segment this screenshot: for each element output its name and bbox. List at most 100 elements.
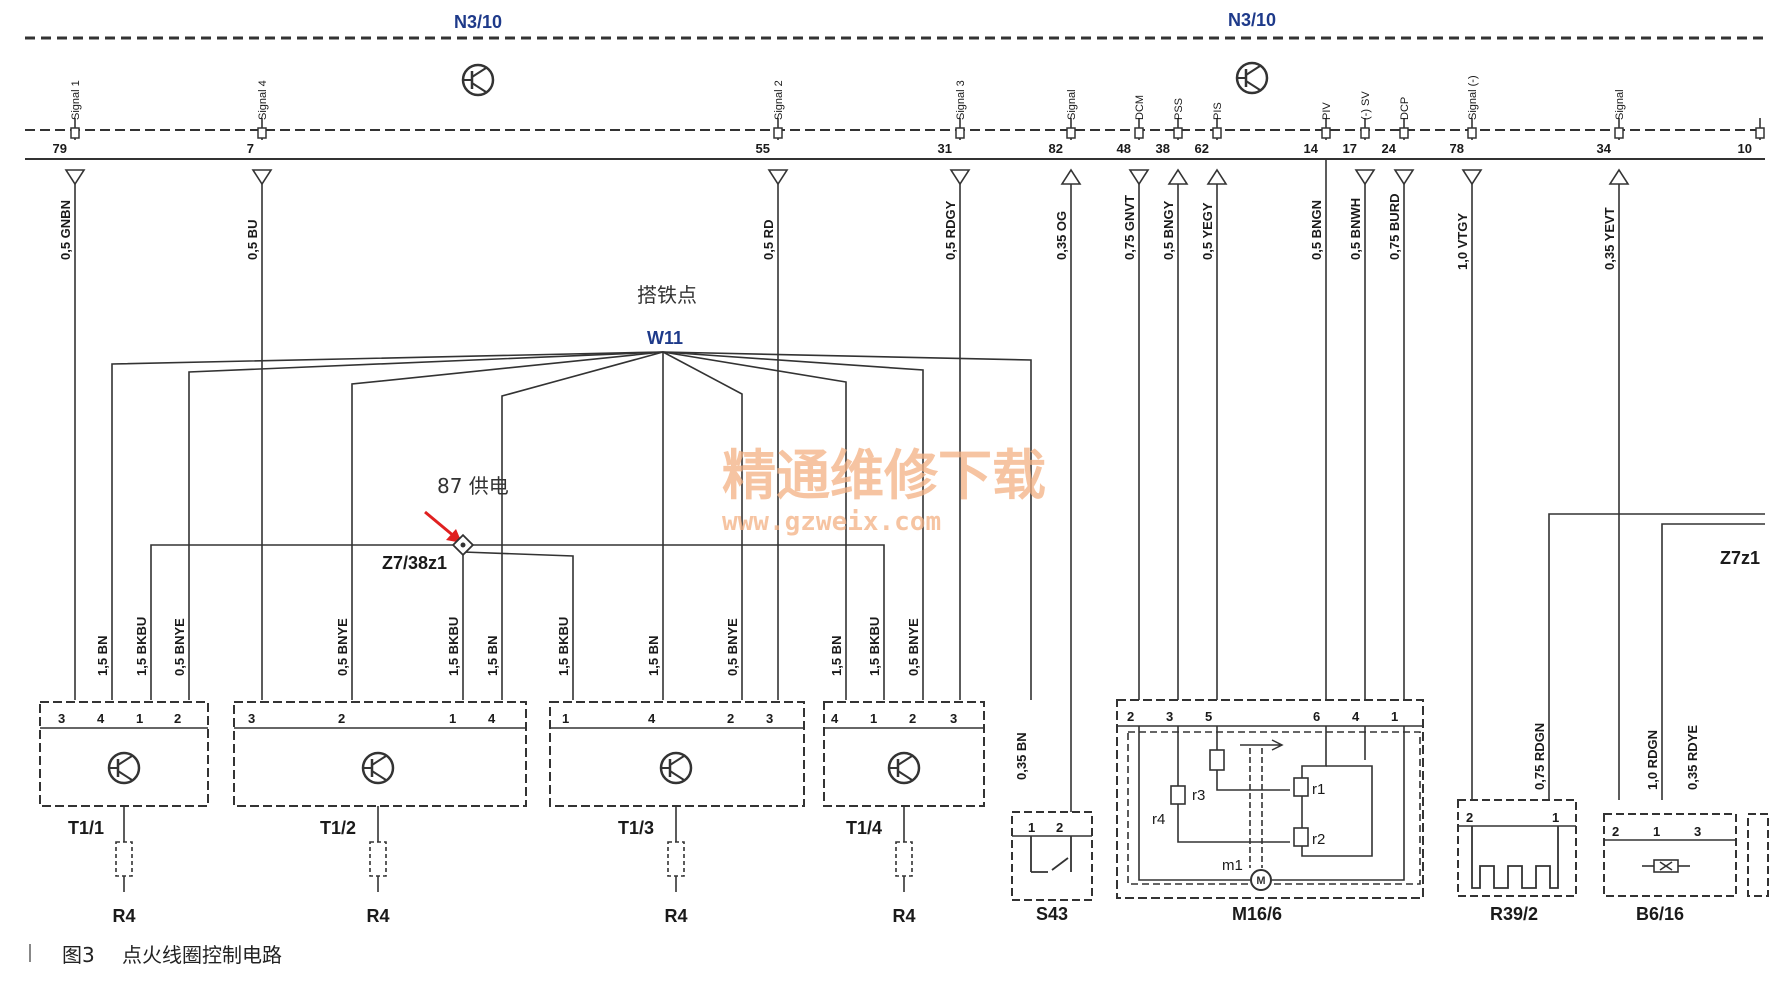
pin-socket-icon [1066, 127, 1076, 139]
wire-label: 0,5 GNBN [58, 200, 73, 260]
pin-label: 1 [1552, 810, 1559, 825]
pin-label: 3 [950, 711, 957, 726]
pin-label: 1 [449, 711, 456, 726]
wire-label: 1,5 BKBU [446, 617, 461, 676]
module-pin: Signal 1 79 0,5 GNBN [53, 80, 86, 700]
spark-plug-r4: R4 [664, 806, 688, 926]
wire-label: 0,75 BURD [1387, 194, 1402, 260]
spark-plug-r4: R4 [112, 806, 136, 926]
coil-t1-2: 3 2 1 4 T1/2 [233, 701, 527, 838]
wire-label-group: 1,5 BN 1,5 BKBU 0,5 BNYE 0,5 BNYE 1,5 BKBU 1,… [95, 617, 1700, 790]
wire-label: 1,5 BN [646, 636, 661, 676]
signal-label: PSS [1173, 98, 1185, 120]
arrow-down-icon [949, 169, 971, 186]
component-name: R39/2 [1490, 904, 1538, 924]
signal-label: Signal [1066, 89, 1078, 120]
resistor-name: R4 [366, 906, 389, 926]
pin-socket-icon [773, 127, 783, 139]
sensor-b6-16: 2 1 3 B6/16 [1603, 813, 1737, 924]
pin-label: 2 [1056, 820, 1063, 835]
transistor-icon [887, 751, 921, 785]
transistor-icon [107, 751, 141, 785]
resistor-icon [1170, 785, 1186, 805]
spark-plug-r4: R4 [366, 806, 390, 926]
pin-label: 1 [870, 711, 877, 726]
pin-label: 2 [1127, 709, 1134, 724]
pin-label: 1 [1653, 824, 1660, 839]
component-name: S43 [1036, 904, 1068, 924]
pin-label: 1 [562, 711, 569, 726]
coil-name: T1/4 [846, 818, 882, 838]
arrow-down-icon [64, 169, 86, 186]
throttle-actuator-m16-6: 2 3 5 6 4 1 r1 r2 r3 r4 m1 M [1116, 699, 1424, 924]
pin-label: 3 [1166, 709, 1173, 724]
pin-number: 79 [53, 141, 67, 156]
resistor-name: R4 [664, 906, 687, 926]
supply-splice-code: Z7/38z1 [382, 553, 447, 573]
pin-number: 78 [1450, 141, 1464, 156]
pin-number: 10 [1738, 141, 1752, 156]
part-label-r2: r2 [1312, 831, 1325, 848]
actuator-internal-wiring [1138, 726, 1405, 881]
arrow-down-icon [767, 169, 789, 186]
wire-label: 0,5 BU [245, 220, 260, 260]
wire-label: 0,5 BNWH [1348, 198, 1363, 260]
switch-icon [1030, 836, 1072, 873]
wire-label: 0,5 BNYE [172, 618, 187, 676]
resistor-icon [1293, 827, 1309, 847]
pin-socket-icon [1467, 127, 1477, 139]
signal-label: Signal 1 [70, 80, 82, 120]
signal-label: DCM [1134, 95, 1146, 120]
pin-label: 2 [174, 711, 181, 726]
signal-label: PIS [1212, 102, 1224, 120]
ground-point-chinese-label: 搭铁点 [637, 283, 697, 307]
arrow-up-icon [1608, 168, 1630, 185]
supply-harness [150, 544, 885, 700]
wire-label: 0,75 GNVT [1122, 195, 1137, 260]
supply-chinese-label: 87 供电 [437, 474, 509, 498]
transistor-icon [361, 751, 395, 785]
part-label-m1: m1 [1222, 857, 1243, 874]
pin-number: 14 [1304, 141, 1319, 156]
transistor-icon [659, 751, 693, 785]
figure-title: 点火线圈控制电路 [122, 943, 282, 967]
pin-socket-icon [1134, 127, 1144, 139]
arrow-icon [1240, 739, 1284, 751]
pin-label: 6 [1313, 709, 1320, 724]
splice-icon [451, 533, 475, 557]
pin-label: 4 [1352, 709, 1360, 724]
wire-label: 1,5 BKBU [556, 617, 571, 676]
wire-label: 0,5 BNYE [335, 618, 350, 676]
coil-t1-1: 3 4 1 2 T1/1 [39, 701, 209, 838]
pin-label: 3 [248, 711, 255, 726]
pin-label: 2 [338, 711, 345, 726]
pin-label: 4 [97, 711, 105, 726]
right-harness [1548, 513, 1765, 800]
figure-number: 图3 [62, 943, 95, 967]
pin-number: 48 [1117, 141, 1131, 156]
transistor-icon [1235, 61, 1269, 95]
wire-label: 1,0 RDGN [1645, 730, 1660, 790]
wire-label: 0,75 RDGN [1532, 723, 1547, 790]
red-arrow-icon [424, 510, 462, 543]
svg-text:M: M [1256, 875, 1265, 887]
part-label-r1: r1 [1312, 781, 1325, 798]
wire-label: 0,5 RDGY [943, 200, 958, 260]
z7z1-label: Z7z1 [1720, 548, 1760, 568]
heating-element-icon [1471, 826, 1559, 889]
ground-point-code: W11 [647, 328, 683, 348]
resistor-icon [115, 841, 133, 877]
pin-number: 31 [938, 141, 952, 156]
arrow-down-icon [1393, 169, 1415, 186]
pin-number: 34 [1597, 141, 1612, 156]
arrow-up-icon [1060, 168, 1082, 185]
